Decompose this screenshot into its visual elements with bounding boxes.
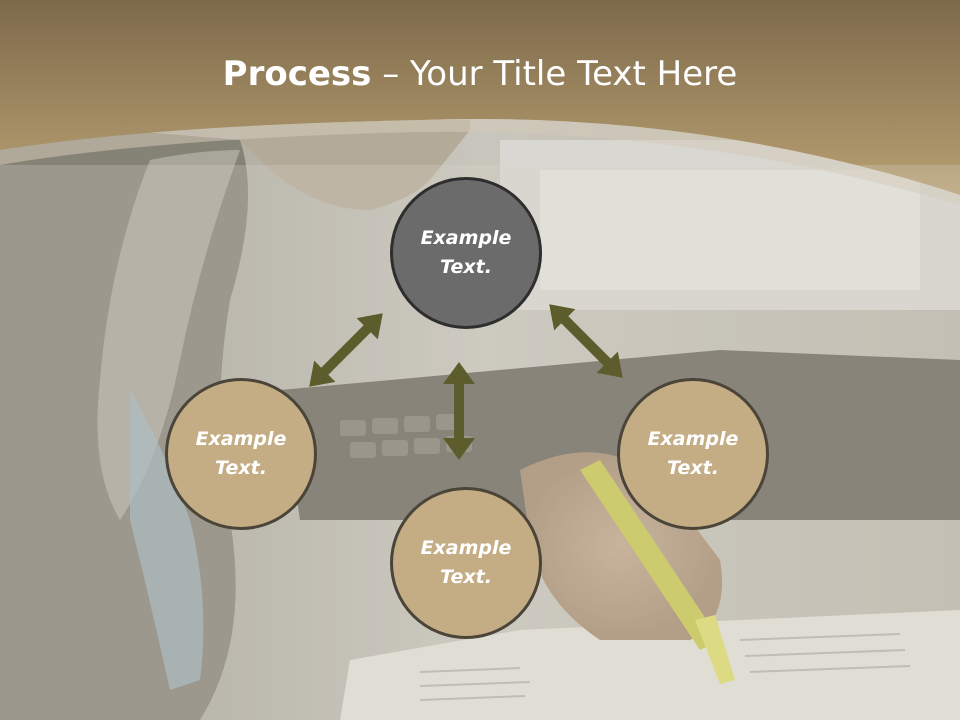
arrow-top-left	[309, 313, 383, 387]
slide-title: Process – Your Title Text Here	[0, 52, 960, 96]
node-right-label: Example Text.	[647, 428, 739, 479]
node-left: Example Text.	[165, 378, 317, 530]
node-bottom-label: Example Text.	[420, 537, 512, 588]
node-bottom: Example Text.	[390, 487, 542, 639]
arrow-vertical	[443, 362, 475, 460]
node-top-label: Example Text.	[420, 227, 512, 278]
title-rest: Your Title Text Here	[410, 54, 738, 94]
title-strong: Process	[222, 54, 372, 94]
title-dash: –	[371, 54, 411, 94]
node-top: Example Text.	[390, 177, 542, 329]
node-right: Example Text.	[617, 378, 769, 530]
node-left-label: Example Text.	[195, 428, 287, 479]
arrow-top-right	[549, 304, 623, 378]
